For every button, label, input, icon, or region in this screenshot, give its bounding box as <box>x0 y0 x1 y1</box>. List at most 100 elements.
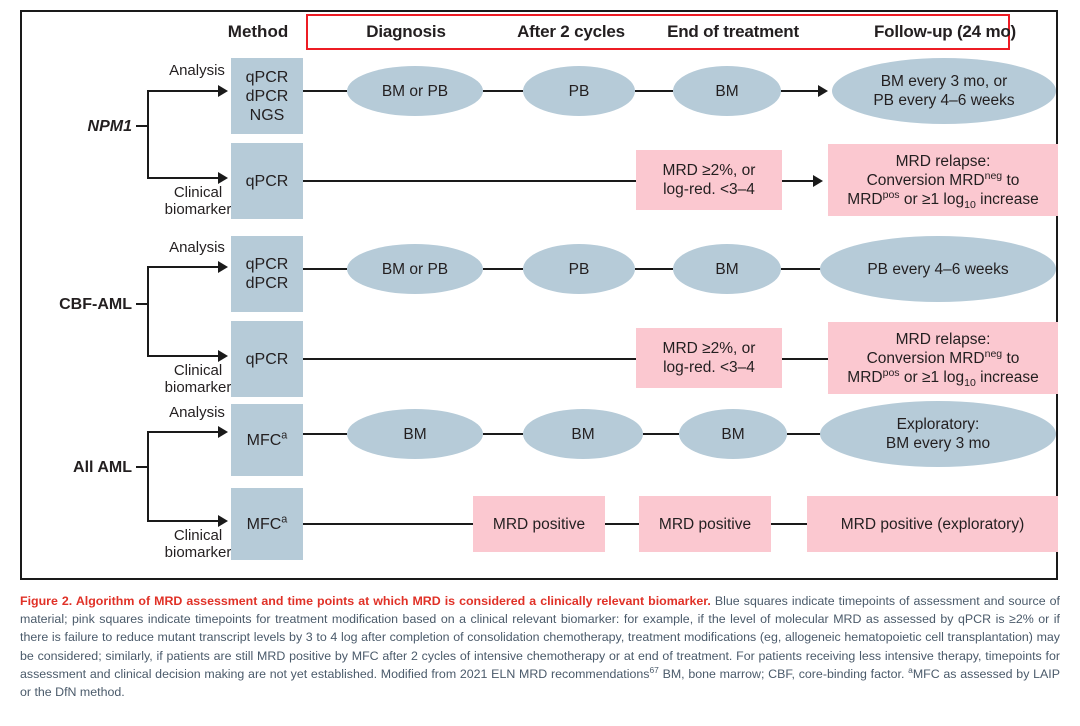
cbf-clinical-arrow-line <box>147 355 219 357</box>
npm1-clinical-cell-endoftreatment: MRD ≥2%, or log-red. <3–4 <box>636 150 782 210</box>
cbf-analysis-arrow-head <box>218 261 228 273</box>
npm1-bracket-vertical <box>147 91 149 179</box>
cbf-bracket-vertical <box>147 267 149 357</box>
cell-line: Conversion MRDneg to <box>866 347 1020 367</box>
method-line: MFCa <box>246 429 288 449</box>
method-line: NGS <box>249 106 285 124</box>
connector <box>643 433 679 435</box>
connector <box>605 523 639 525</box>
cbf-analysis-cell-followup: PB every 4–6 weeks <box>820 236 1056 302</box>
npm1-bracket-stub <box>136 125 148 127</box>
allaml-analysis-cell-followup: Exploratory: BM every 3 mo <box>820 401 1056 467</box>
column-header-diagnosis: Diagnosis <box>366 22 446 41</box>
allaml-clinical-method-box: MFCa <box>231 488 303 560</box>
npm1-clinical-cell-followup: MRD relapse: Conversion MRDneg to MRDpos… <box>828 144 1058 216</box>
group-label-npm1: NPM1 <box>87 118 132 135</box>
cbf-analysis-cell-endoftreatment: BM <box>673 244 781 294</box>
column-header-after-2-cycles: After 2 cycles <box>517 22 625 41</box>
allaml-analysis-arrow-line <box>147 431 219 433</box>
cbf-clinical-arrow-head <box>218 350 228 362</box>
npm1-clinical-arrow-head <box>218 172 228 184</box>
cell-line: BM every 3 mo, or <box>880 73 1008 90</box>
npm1-analysis-cell-after2cycles: PB <box>523 66 635 116</box>
connector <box>635 268 673 270</box>
npm1-analysis-arrow-line <box>147 90 219 92</box>
allaml-analysis-cell-endoftreatment: BM <box>679 409 787 459</box>
connector <box>483 268 523 270</box>
cbf-clinical-cell-endoftreatment: MRD ≥2%, or log-red. <3–4 <box>636 328 782 388</box>
npm1-analysis-branch-label: Analysis <box>169 62 225 79</box>
allaml-analysis-cell-diagnosis: BM <box>347 409 483 459</box>
allaml-clinical-arrow-head <box>218 515 228 527</box>
connector <box>771 523 807 525</box>
allaml-analysis-branch-label: Analysis <box>169 404 225 421</box>
npm1-analysis-method-box: qPCR dPCR NGS <box>231 58 303 134</box>
method-line: dPCR <box>245 87 289 105</box>
cbf-analysis-branch-label: Analysis <box>169 239 225 256</box>
method-line: qPCR <box>245 350 289 368</box>
connector <box>782 180 814 182</box>
method-superscript: a <box>281 429 288 442</box>
cell-line: log-red. <3–4 <box>663 181 755 198</box>
caption-body-part3: MFC as assessed by LAIP or the DfN metho… <box>20 666 1060 700</box>
allaml-bracket-vertical <box>147 432 149 522</box>
npm1-analysis-cell-followup: BM every 3 mo, or PB every 4–6 weeks <box>832 58 1056 124</box>
npm1-clinical-arrow-line <box>147 177 219 179</box>
connector <box>483 90 523 92</box>
allaml-bracket-stub <box>136 466 148 468</box>
cell-line: PB every 4–6 weeks <box>873 92 1015 109</box>
cbf-analysis-arrow-line <box>147 266 219 268</box>
connector <box>303 268 347 270</box>
cell-line: Conversion MRDneg to <box>866 169 1020 189</box>
method-line: MFCa <box>246 513 288 533</box>
npm1-clinical-method-box: qPCR <box>231 143 303 219</box>
timepoint-header-box <box>306 14 1010 50</box>
allaml-clinical-cell-followup: MRD positive (exploratory) <box>807 496 1058 552</box>
connector <box>303 523 473 525</box>
figure-frame <box>20 10 1058 580</box>
cell-line: Exploratory: <box>896 416 980 433</box>
cell-line: BM every 3 mo <box>885 435 991 452</box>
column-header-end-of-treatment: End of treatment <box>667 22 799 41</box>
npm1-analysis-cell-endoftreatment: BM <box>673 66 781 116</box>
group-label-all-aml: All AML <box>73 459 132 476</box>
cell-line: MRD ≥2%, or <box>662 340 756 357</box>
allaml-analysis-method-box: MFCa <box>231 404 303 476</box>
npm1-analysis-arrow-head <box>218 85 228 97</box>
caption-title: Figure 2. Algorithm of MRD assessment an… <box>20 594 711 608</box>
cbf-analysis-method-box: qPCR dPCR <box>231 236 303 312</box>
connector <box>635 90 673 92</box>
method-line: dPCR <box>245 275 289 292</box>
allaml-clinical-cell-after2cycles: MRD positive <box>473 496 605 552</box>
cbf-clinical-method-box: qPCR <box>231 321 303 397</box>
npm1-analysis-cell-diagnosis: BM or PB <box>347 66 483 116</box>
column-header-follow-up: Follow-up (24 mo) <box>873 22 1017 41</box>
connector <box>782 358 828 360</box>
cbf-analysis-cell-after2cycles: PB <box>523 244 635 294</box>
allaml-clinical-cell-endoftreatment: MRD positive <box>639 496 771 552</box>
cell-line: MRD relapse: <box>895 152 991 170</box>
connector <box>303 180 636 182</box>
cell-line: MRDpos or ≥1 log10 increase <box>847 188 1039 211</box>
cbf-clinical-cell-followup: MRD relapse: Conversion MRDneg to MRDpos… <box>828 322 1058 394</box>
method-line: qPCR <box>245 172 289 190</box>
allaml-clinical-arrow-line <box>147 520 219 522</box>
connector <box>483 433 523 435</box>
npm1-clinical-followup-arrow-head <box>813 175 823 187</box>
group-label-cbf-aml: CBF-AML <box>59 296 132 313</box>
caption-body-part1: Blue squares indicate timepoints of asse… <box>20 594 1060 681</box>
connector <box>303 433 347 435</box>
connector <box>303 90 347 92</box>
method-line: qPCR <box>245 68 289 86</box>
method-line: qPCR <box>245 256 289 273</box>
method-superscript: a <box>281 513 288 526</box>
caption-body-part2: BM, bone marrow; CBF, core-binding facto… <box>658 666 909 681</box>
caption-reference-superscript: 67 <box>649 664 659 675</box>
connector <box>303 358 636 360</box>
connector <box>781 268 823 270</box>
connector <box>787 433 823 435</box>
npm1-followup-arrow-head <box>818 85 828 97</box>
